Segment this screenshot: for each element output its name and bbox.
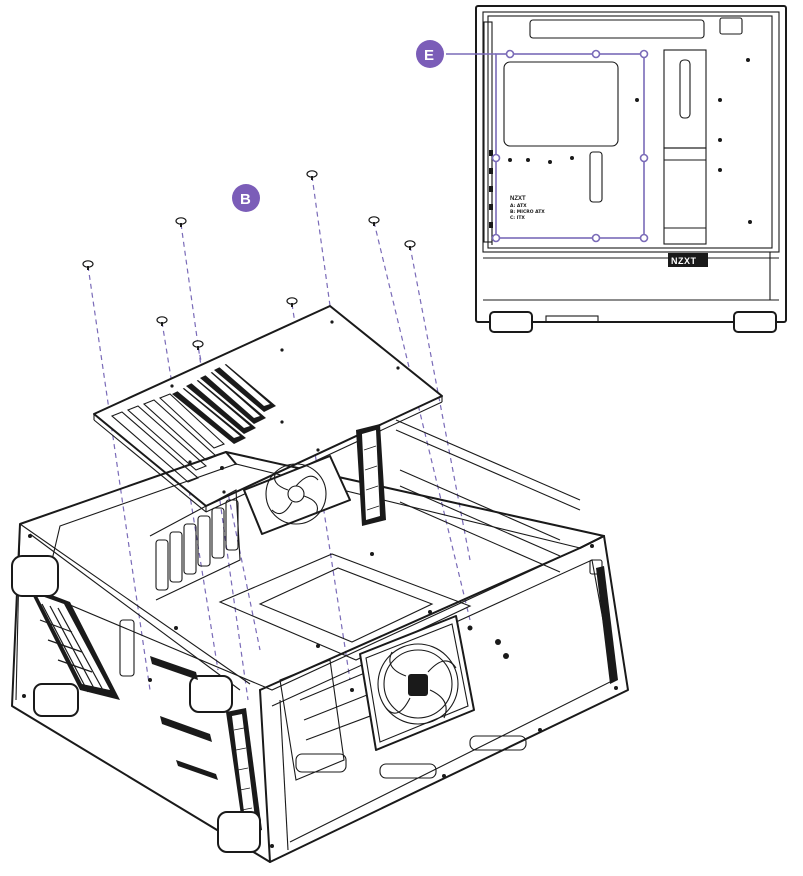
tray-brand-label: NZXT bbox=[510, 196, 526, 202]
case-side-view: NZXT NZXT A: ATX B: MICRO ATX C: ITX bbox=[416, 6, 786, 332]
form-factor-b: B: MICRO ATX bbox=[510, 209, 545, 215]
fan-icon bbox=[360, 616, 474, 750]
front-vent-grille bbox=[28, 586, 120, 700]
case-isometric-view bbox=[12, 420, 628, 862]
motherboard-exploded: B bbox=[83, 171, 470, 700]
svg-text:E: E bbox=[424, 47, 434, 64]
form-factor-a: A: ATX bbox=[510, 203, 527, 209]
svg-text:B: B bbox=[240, 191, 251, 208]
nzxt-badge: NZXT bbox=[671, 256, 697, 266]
form-factor-c: C: ITX bbox=[510, 215, 525, 221]
pcie-brackets bbox=[150, 490, 240, 600]
callout-b: B bbox=[232, 184, 260, 212]
callout-e: E bbox=[416, 40, 444, 68]
